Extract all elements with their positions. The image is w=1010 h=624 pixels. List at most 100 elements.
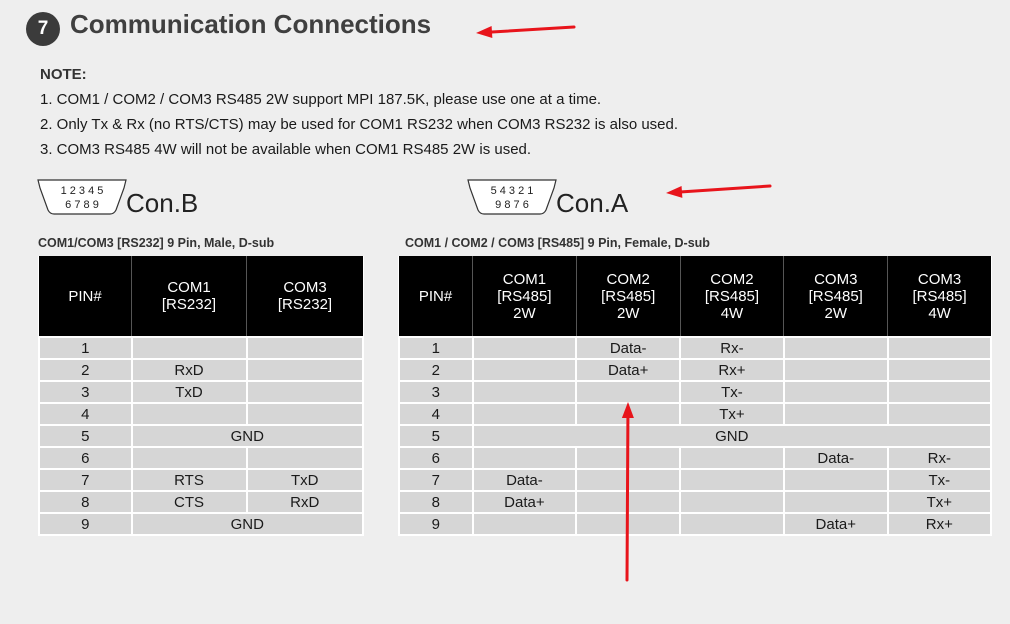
pin-number-cell: 8 bbox=[38, 490, 133, 514]
note-line-3: 3. COM3 RS485 4W will not be available w… bbox=[40, 141, 532, 158]
column-header-line: [RS485] bbox=[601, 287, 656, 305]
signal-cell bbox=[782, 402, 889, 426]
column-header-line: 4W bbox=[928, 304, 951, 322]
pin-number-cell: 3 bbox=[38, 380, 133, 404]
page-title: Communication Connections bbox=[70, 9, 432, 39]
signal-cell bbox=[886, 358, 993, 382]
signal-cell: GND bbox=[130, 424, 364, 448]
signal-cell bbox=[245, 402, 364, 426]
pin-number-cell: 5 bbox=[398, 424, 474, 448]
signal-cell: GND bbox=[471, 424, 993, 448]
column-header-line: [RS232] bbox=[161, 296, 217, 313]
signal-cell bbox=[886, 336, 993, 360]
connector-a-label: Con.A bbox=[556, 188, 629, 218]
note-heading: NOTE: bbox=[40, 66, 87, 83]
pin-number-cell: 4 bbox=[38, 402, 133, 426]
pin-number-cell: 2 bbox=[38, 358, 133, 382]
column-header: PIN# bbox=[399, 256, 473, 337]
column-header-line: COM3 bbox=[917, 270, 962, 288]
column-header-line: 4W bbox=[720, 304, 744, 322]
pin-number-cell: 7 bbox=[38, 468, 133, 492]
signal-cell bbox=[679, 468, 785, 492]
connector-b-pins-bottom: 6 7 8 9 bbox=[65, 199, 99, 211]
signal-cell: Data- bbox=[575, 336, 682, 360]
column-header-line: COM2 bbox=[606, 270, 650, 288]
signal-cell: TxD bbox=[245, 468, 364, 492]
connector-a-caption: COM1 / COM2 / COM3 [RS485] 9 Pin, Female… bbox=[405, 236, 710, 250]
signal-cell bbox=[245, 446, 364, 470]
dsub-male-connector-icon: 1 2 3 4 5 6 7 8 9 bbox=[37, 179, 127, 215]
pin-number-cell: 9 bbox=[398, 512, 474, 536]
signal-cell bbox=[471, 358, 578, 382]
signal-cell: Rx+ bbox=[679, 358, 785, 382]
table-row: 3 Tx- bbox=[398, 380, 993, 404]
signal-cell bbox=[471, 512, 578, 536]
signal-cell: Tx- bbox=[886, 468, 993, 492]
pin-number-cell: 6 bbox=[38, 446, 133, 470]
signal-cell bbox=[471, 336, 578, 360]
pin-number-cell: 9 bbox=[38, 512, 133, 536]
column-header: COM3[RS485]2W bbox=[783, 256, 888, 337]
signal-cell: Rx- bbox=[886, 446, 993, 470]
column-header-line: [RS485] bbox=[497, 287, 552, 305]
column-header-line: COM1 bbox=[167, 279, 211, 296]
column-header-line: 2W bbox=[824, 304, 848, 322]
signal-cell bbox=[886, 380, 993, 404]
section-number: 7 bbox=[37, 18, 49, 39]
signal-cell: Data+ bbox=[575, 358, 682, 382]
signal-cell bbox=[471, 380, 578, 404]
column-header: COM1[RS485]2W bbox=[472, 256, 577, 337]
signal-cell: CTS bbox=[130, 490, 248, 514]
pin-number-cell: 6 bbox=[398, 446, 474, 470]
signal-cell bbox=[245, 380, 364, 404]
column-header: PIN# bbox=[39, 256, 132, 337]
signal-cell: RxD bbox=[245, 490, 364, 514]
signal-cell: Rx+ bbox=[886, 512, 993, 536]
signal-cell bbox=[679, 490, 785, 514]
signal-cell bbox=[886, 402, 993, 426]
pin-number-cell: 3 bbox=[398, 380, 474, 404]
column-header-line: PIN# bbox=[418, 287, 453, 305]
connector-a-arrow bbox=[666, 184, 772, 198]
connector-b-label: Con.B bbox=[126, 188, 199, 218]
column-header-line: COM3 bbox=[814, 270, 858, 288]
table-row: 1 bbox=[38, 336, 364, 360]
signal-cell bbox=[782, 468, 889, 492]
column-header-line: PIN# bbox=[68, 287, 102, 305]
signal-cell: Tx- bbox=[679, 380, 785, 404]
signal-cell bbox=[575, 402, 682, 426]
table-row: 6 bbox=[38, 446, 364, 470]
column-header-line: COM2 bbox=[710, 270, 754, 288]
signal-cell: Rx- bbox=[679, 336, 785, 360]
column-header-line: [RS485] bbox=[704, 287, 760, 305]
signal-cell: RTS bbox=[130, 468, 248, 492]
column-header-line: 2W bbox=[616, 304, 640, 322]
pin-number-cell: 4 bbox=[398, 402, 474, 426]
signal-cell bbox=[471, 446, 578, 470]
signal-cell bbox=[575, 468, 682, 492]
signal-cell bbox=[130, 336, 248, 360]
signal-cell: Data+ bbox=[471, 490, 578, 514]
column-header-line: [RS485] bbox=[912, 287, 967, 305]
signal-cell bbox=[782, 336, 889, 360]
table-row: 9 Data+Rx+ bbox=[398, 512, 993, 536]
signal-cell bbox=[575, 380, 682, 404]
note-line-2: 2. Only Tx & Rx (no RTS/CTS) may be used… bbox=[40, 116, 679, 133]
pin-number-cell: 8 bbox=[398, 490, 474, 514]
title-arrow bbox=[476, 25, 576, 39]
column-header: COM1[RS232] bbox=[131, 256, 247, 337]
connector-a: 5 4 3 2 1 9 8 7 6 Con.A bbox=[466, 176, 628, 216]
signal-cell bbox=[130, 446, 248, 470]
signal-cell: Data+ bbox=[782, 512, 889, 536]
